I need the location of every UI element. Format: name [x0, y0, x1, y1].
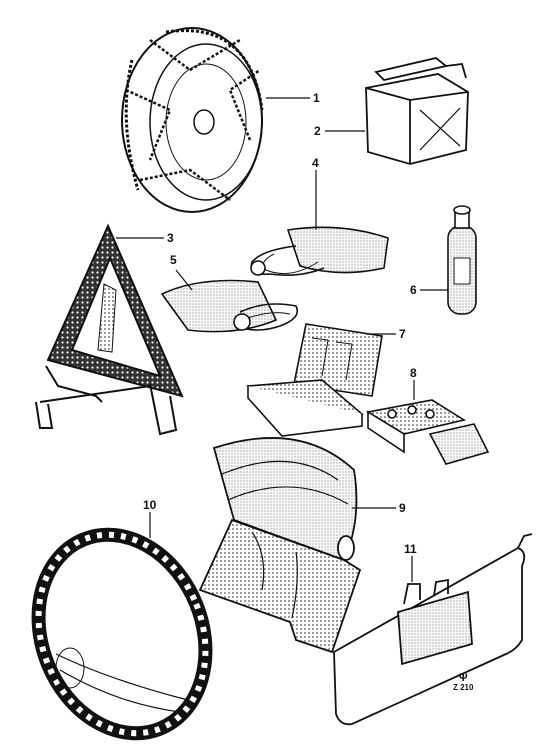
drawing-reference: Ψ Z 210 — [453, 672, 474, 693]
reference-code: Z 210 — [453, 683, 474, 692]
callout-10: 10 — [143, 498, 157, 512]
headrest — [198, 437, 362, 654]
callout-2: 2 — [314, 124, 321, 138]
callout-3: 3 — [167, 231, 174, 245]
callout-4: 4 — [312, 156, 319, 170]
callout-8: 8 — [410, 366, 417, 380]
bulb-kit — [365, 399, 490, 465]
leader-5 — [175, 269, 193, 291]
warning-triangle — [35, 223, 184, 436]
snow-chain-wheel — [121, 27, 264, 213]
reference-symbol: Ψ — [458, 672, 468, 684]
tow-rope-bag — [250, 226, 389, 276]
kit-box — [246, 323, 383, 437]
rope-bag — [160, 279, 299, 333]
steering-wheel-cover — [31, 527, 213, 741]
callout-6: 6 — [410, 283, 417, 297]
callout-5: 5 — [170, 253, 177, 267]
callout-1: 1 — [313, 91, 320, 105]
fire-extinguisher — [447, 205, 477, 315]
sun-visor — [333, 533, 533, 726]
callout-9: 9 — [399, 501, 406, 515]
callout-11: 11 — [404, 542, 417, 556]
jerry-can — [365, 57, 469, 165]
callout-7: 7 — [399, 327, 406, 341]
